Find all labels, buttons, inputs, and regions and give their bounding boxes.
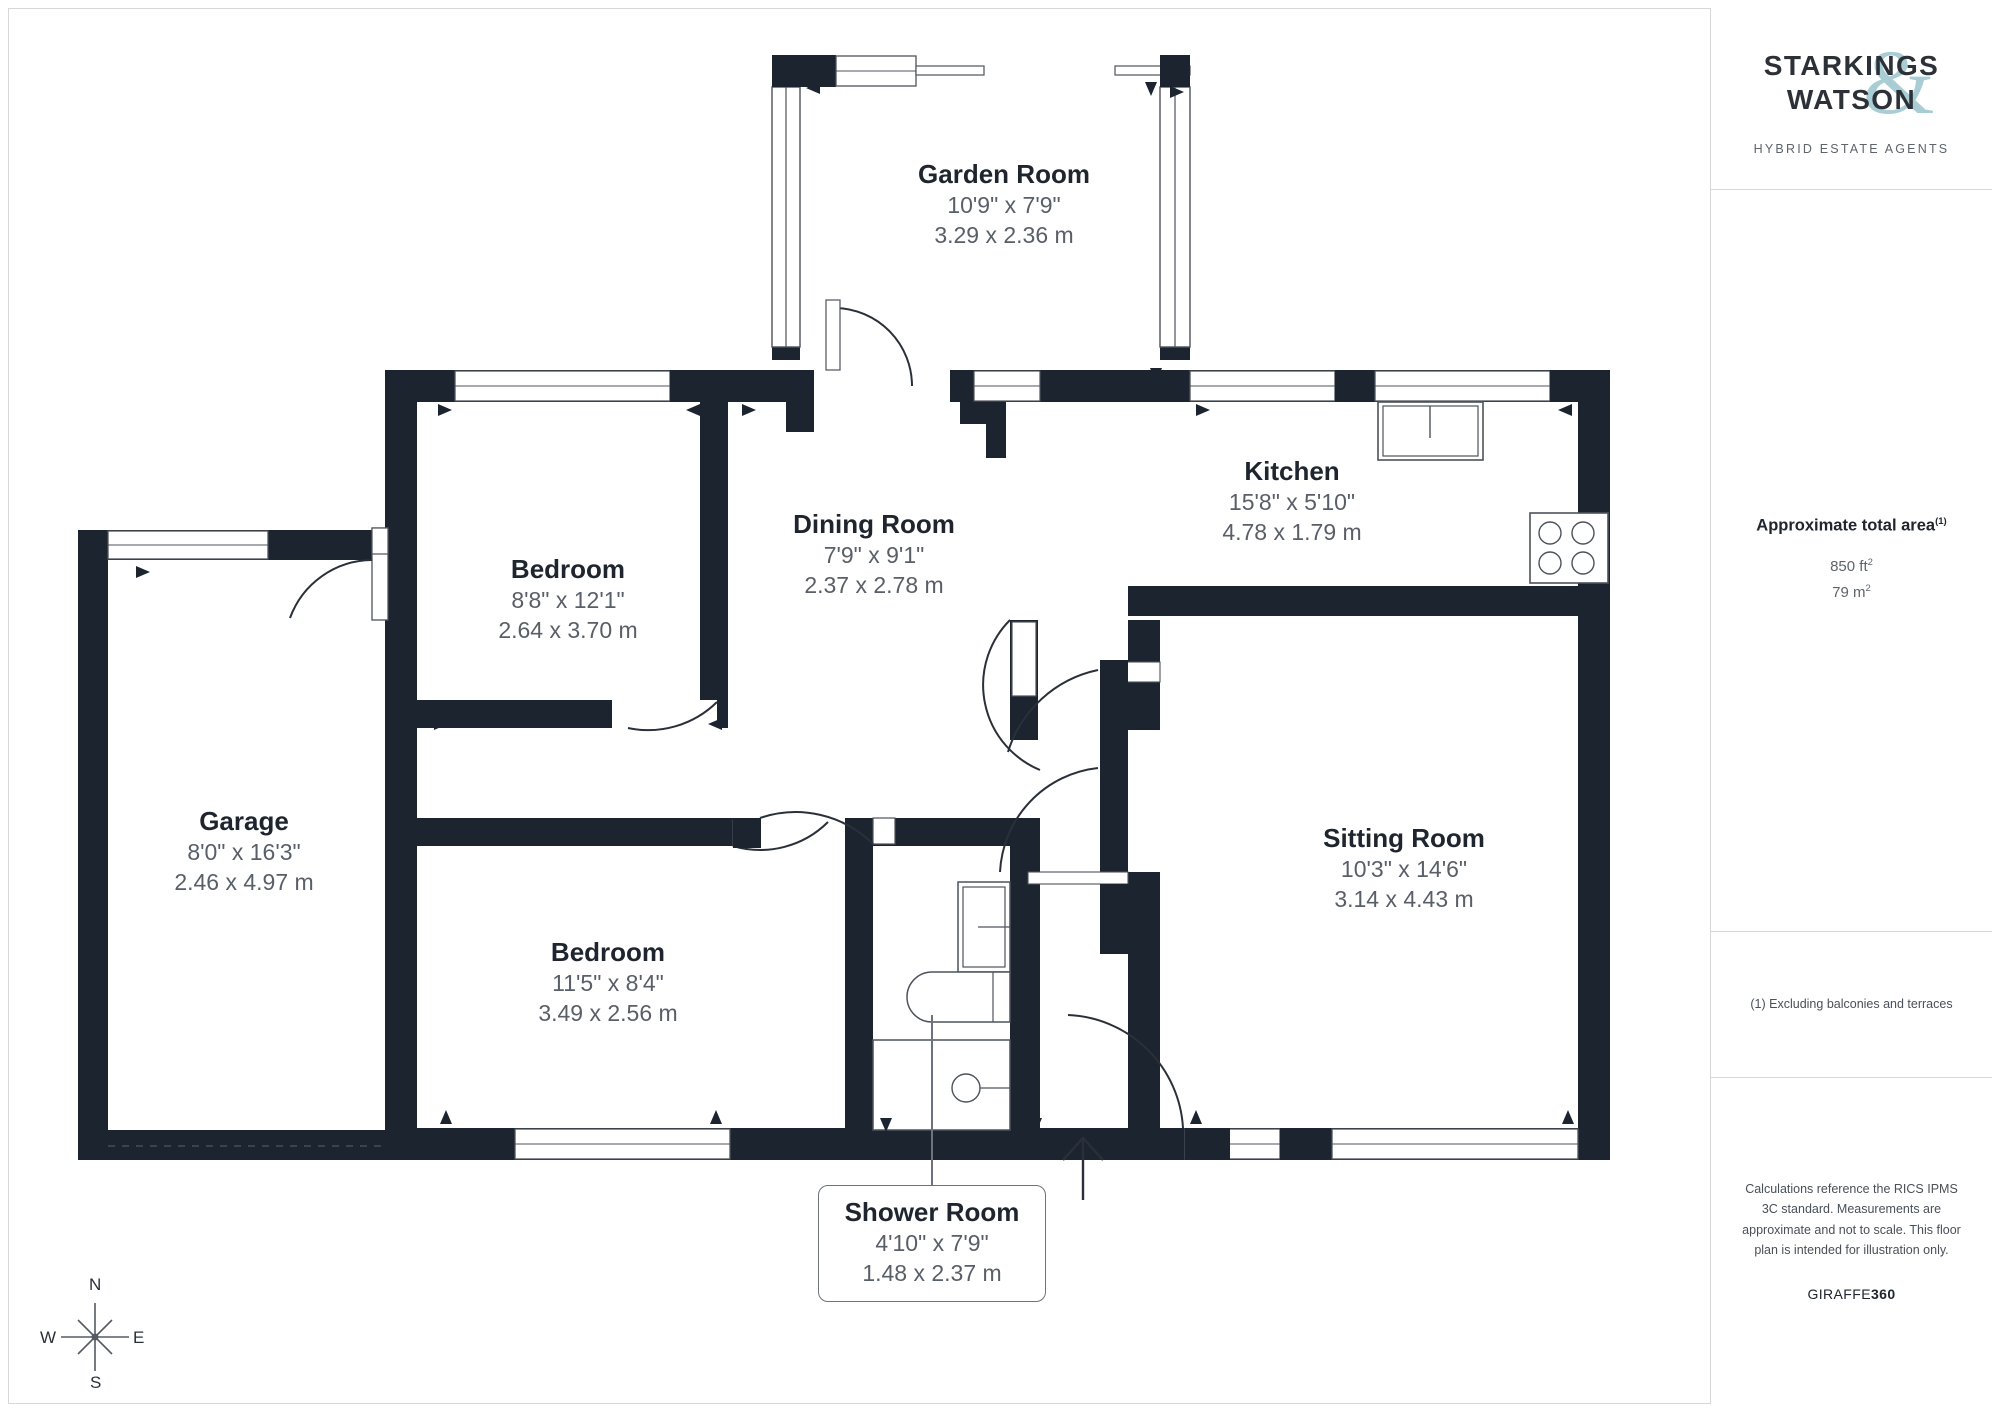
room-label-shower-room: Shower Room 4'10" x 7'9" 1.48 x 2.37 m <box>818 1185 1046 1303</box>
room-dim-metric: 3.29 x 2.36 m <box>934 222 1074 249</box>
wall-garage-left <box>78 530 108 1160</box>
floor-plan-drawing: Garden Room 10'9" x 7'9" 3.29 x 2.36 m B… <box>40 55 1610 1392</box>
room-dim-metric: 3.14 x 4.43 m <box>1334 886 1474 913</box>
room-dim-imperial: 4'10" x 7'9" <box>875 1230 989 1257</box>
room-name: Dining Room <box>793 509 955 539</box>
brand-suffix: 360 <box>1870 1286 1896 1302</box>
room-dim-metric: 2.64 x 3.70 m <box>498 617 638 644</box>
total-area-title-text: Approximate total area <box>1756 516 1936 535</box>
disclaimer-text: Calculations reference the RICS IPMS 3C … <box>1742 1182 1961 1257</box>
room-name: Bedroom <box>510 554 626 584</box>
compass-rose: N E S W <box>40 1275 150 1392</box>
footnote-section: (1) Excluding balconies and terraces <box>1711 932 1992 1078</box>
room-dim-metric: 2.46 x 4.97 m <box>174 869 314 896</box>
toilet-fixture <box>906 971 1011 1023</box>
total-area-imperial-unit-sup: 2 <box>1867 557 1873 569</box>
room-dim-imperial: 11'5" x 8'4" <box>552 970 664 997</box>
compass-east-label: E <box>133 1328 145 1347</box>
brand-prefix: GIRAFFE <box>1807 1286 1871 1302</box>
room-label-bedroom-1: Bedroom 8'8" x 12'1" 2.64 x 3.70 m <box>498 553 637 646</box>
disclaimer-section: Calculations reference the RICS IPMS 3C … <box>1711 1078 1992 1403</box>
logo-wordmark: & STARKINGS WATSON <box>1747 36 1957 130</box>
room-label-kitchen: Kitchen 15'8" x 5'10" 4.78 x 1.79 m <box>1222 455 1361 548</box>
room-name: Shower Room <box>844 1197 1020 1227</box>
wall-shower-right <box>1010 818 1040 1130</box>
footnote-text: (1) Excluding balconies and terraces <box>1750 997 1953 1012</box>
total-area-imperial-value: 850 ft <box>1830 558 1868 576</box>
total-area-metric: 79 m2 <box>1832 583 1871 601</box>
room-label-sitting-room: Sitting Room 10'3" x 14'6" 3.14 x 4.43 m <box>1323 822 1485 915</box>
kitchen-hob-fixture <box>1529 512 1609 584</box>
room-name: Garage <box>199 806 289 836</box>
agency-logo: & STARKINGS WATSON HYBRID ESTATE AGENTS <box>1711 8 1992 190</box>
total-area-metric-unit-sup: 2 <box>1865 583 1871 595</box>
room-dim-metric: 3.49 x 2.56 m <box>538 1000 678 1027</box>
compass-south-label: S <box>90 1373 102 1392</box>
entrance-arrow <box>1062 1136 1104 1200</box>
wall-main-right <box>1578 370 1610 1160</box>
room-name: Bedroom <box>550 937 666 967</box>
walls-layer <box>78 55 1610 1200</box>
total-area-imperial: 850 ft2 <box>1830 557 1873 575</box>
total-area-title-superscript: (1) <box>1935 515 1947 527</box>
room-dim-imperial: 7'9" x 9'1" <box>823 542 925 569</box>
dimension-markers <box>136 82 1574 1132</box>
total-area-metric-value: 79 m <box>1832 584 1866 602</box>
wall-main-left <box>385 370 417 1160</box>
room-dim-metric: 1.48 x 2.37 m <box>862 1260 1002 1287</box>
room-name: Garden Room <box>918 159 1090 189</box>
info-panel: & STARKINGS WATSON HYBRID ESTATE AGENTS … <box>1710 8 1992 1404</box>
room-name: Kitchen <box>1244 456 1340 486</box>
room-dim-imperial: 10'3" x 14'6" <box>1340 856 1468 883</box>
ampersand-glyph: & <box>1862 30 1935 133</box>
room-label-dining-room: Dining Room 7'9" x 9'1" 2.37 x 2.78 m <box>793 508 955 601</box>
room-dim-imperial: 8'0" x 16'3" <box>187 839 301 866</box>
room-label-bedroom-2: Bedroom 11'5" x 8'4" 3.49 x 2.56 m <box>538 936 677 1029</box>
compass-west-label: W <box>40 1328 57 1347</box>
room-label-garage: Garage 8'0" x 16'3" 2.46 x 4.97 m <box>174 805 313 898</box>
logo-line-1: STARKINGS <box>1763 49 1940 81</box>
shower-room-leader-line <box>931 1015 933 1185</box>
floor-plan-svg <box>78 55 1610 1200</box>
compass-north-label: N <box>89 1275 102 1294</box>
giraffe360-brand: GIRAFFE360 <box>1807 1286 1895 1302</box>
logo-line-2: WATSON <box>1786 83 1917 115</box>
room-dim-imperial: 10'9" x 7'9" <box>947 192 1061 219</box>
wall-bedroom1-right <box>700 386 728 702</box>
room-dim-metric: 4.78 x 1.79 m <box>1222 519 1362 546</box>
total-area-title: Approximate total area(1) <box>1756 516 1946 536</box>
room-dim-imperial: 15'8" x 5'10" <box>1228 489 1356 516</box>
room-dim-metric: 2.37 x 2.78 m <box>804 572 944 599</box>
room-name: Sitting Room <box>1323 823 1485 853</box>
wall-bedroom2-top <box>417 818 733 846</box>
wall-shower-left <box>845 818 873 1130</box>
compass-icon <box>61 1303 129 1371</box>
shower-tray-fixture <box>872 1039 1011 1131</box>
total-area-section: Approximate total area(1) 850 ft2 79 m2 <box>1711 190 1992 932</box>
logo-subtitle: HYBRID ESTATE AGENTS <box>1753 141 1950 156</box>
room-label-garden-room: Garden Room 10'9" x 7'9" 3.29 x 2.36 m <box>918 158 1090 251</box>
room-dim-imperial: 8'8" x 12'1" <box>511 587 625 614</box>
